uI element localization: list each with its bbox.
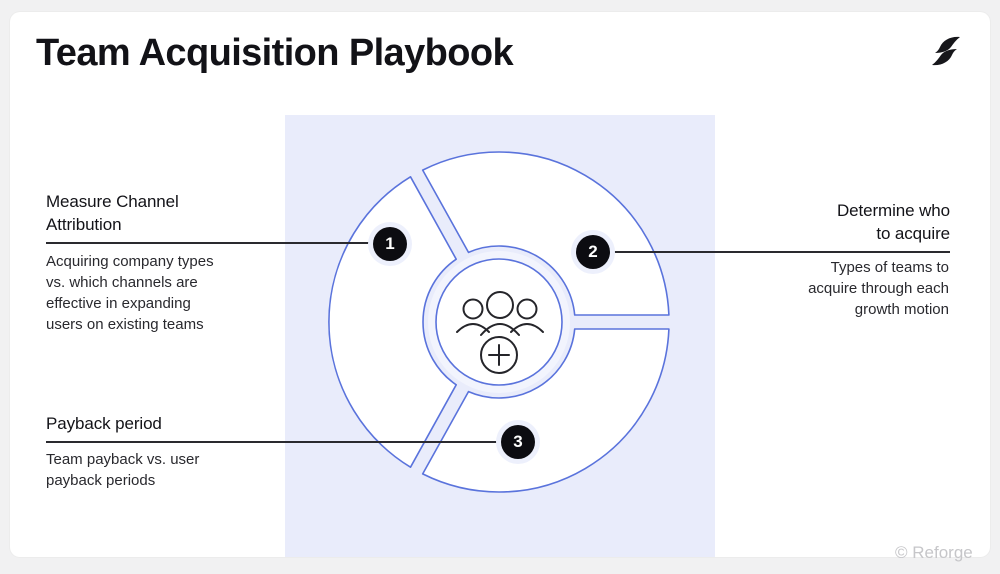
reforge-logo-icon [932,36,960,66]
callout-1-heading: Measure Channel Attribution [46,192,179,234]
connector-line-2 [610,251,950,253]
callout-2-body: Types of teams to acquire through each g… [808,259,949,318]
copyright-watermark: © Reforge [895,543,973,562]
diagram-background-panel [285,115,715,557]
step-badge-2: 2 [576,235,610,269]
step-badge-3: 3 [501,425,535,459]
step-badge-1: 1 [373,227,407,261]
callout-3-body: Team payback vs. user payback periods [46,451,200,489]
callout-1-body: Acquiring company types vs. which channe… [46,253,214,333]
connector-line-1 [46,242,373,244]
page-title: Team Acquisition Playbook [36,32,514,74]
connector-line-3 [46,441,501,443]
callout-2-heading: Determine who to acquire [836,201,950,243]
callout-3-heading: Payback period [46,414,162,433]
